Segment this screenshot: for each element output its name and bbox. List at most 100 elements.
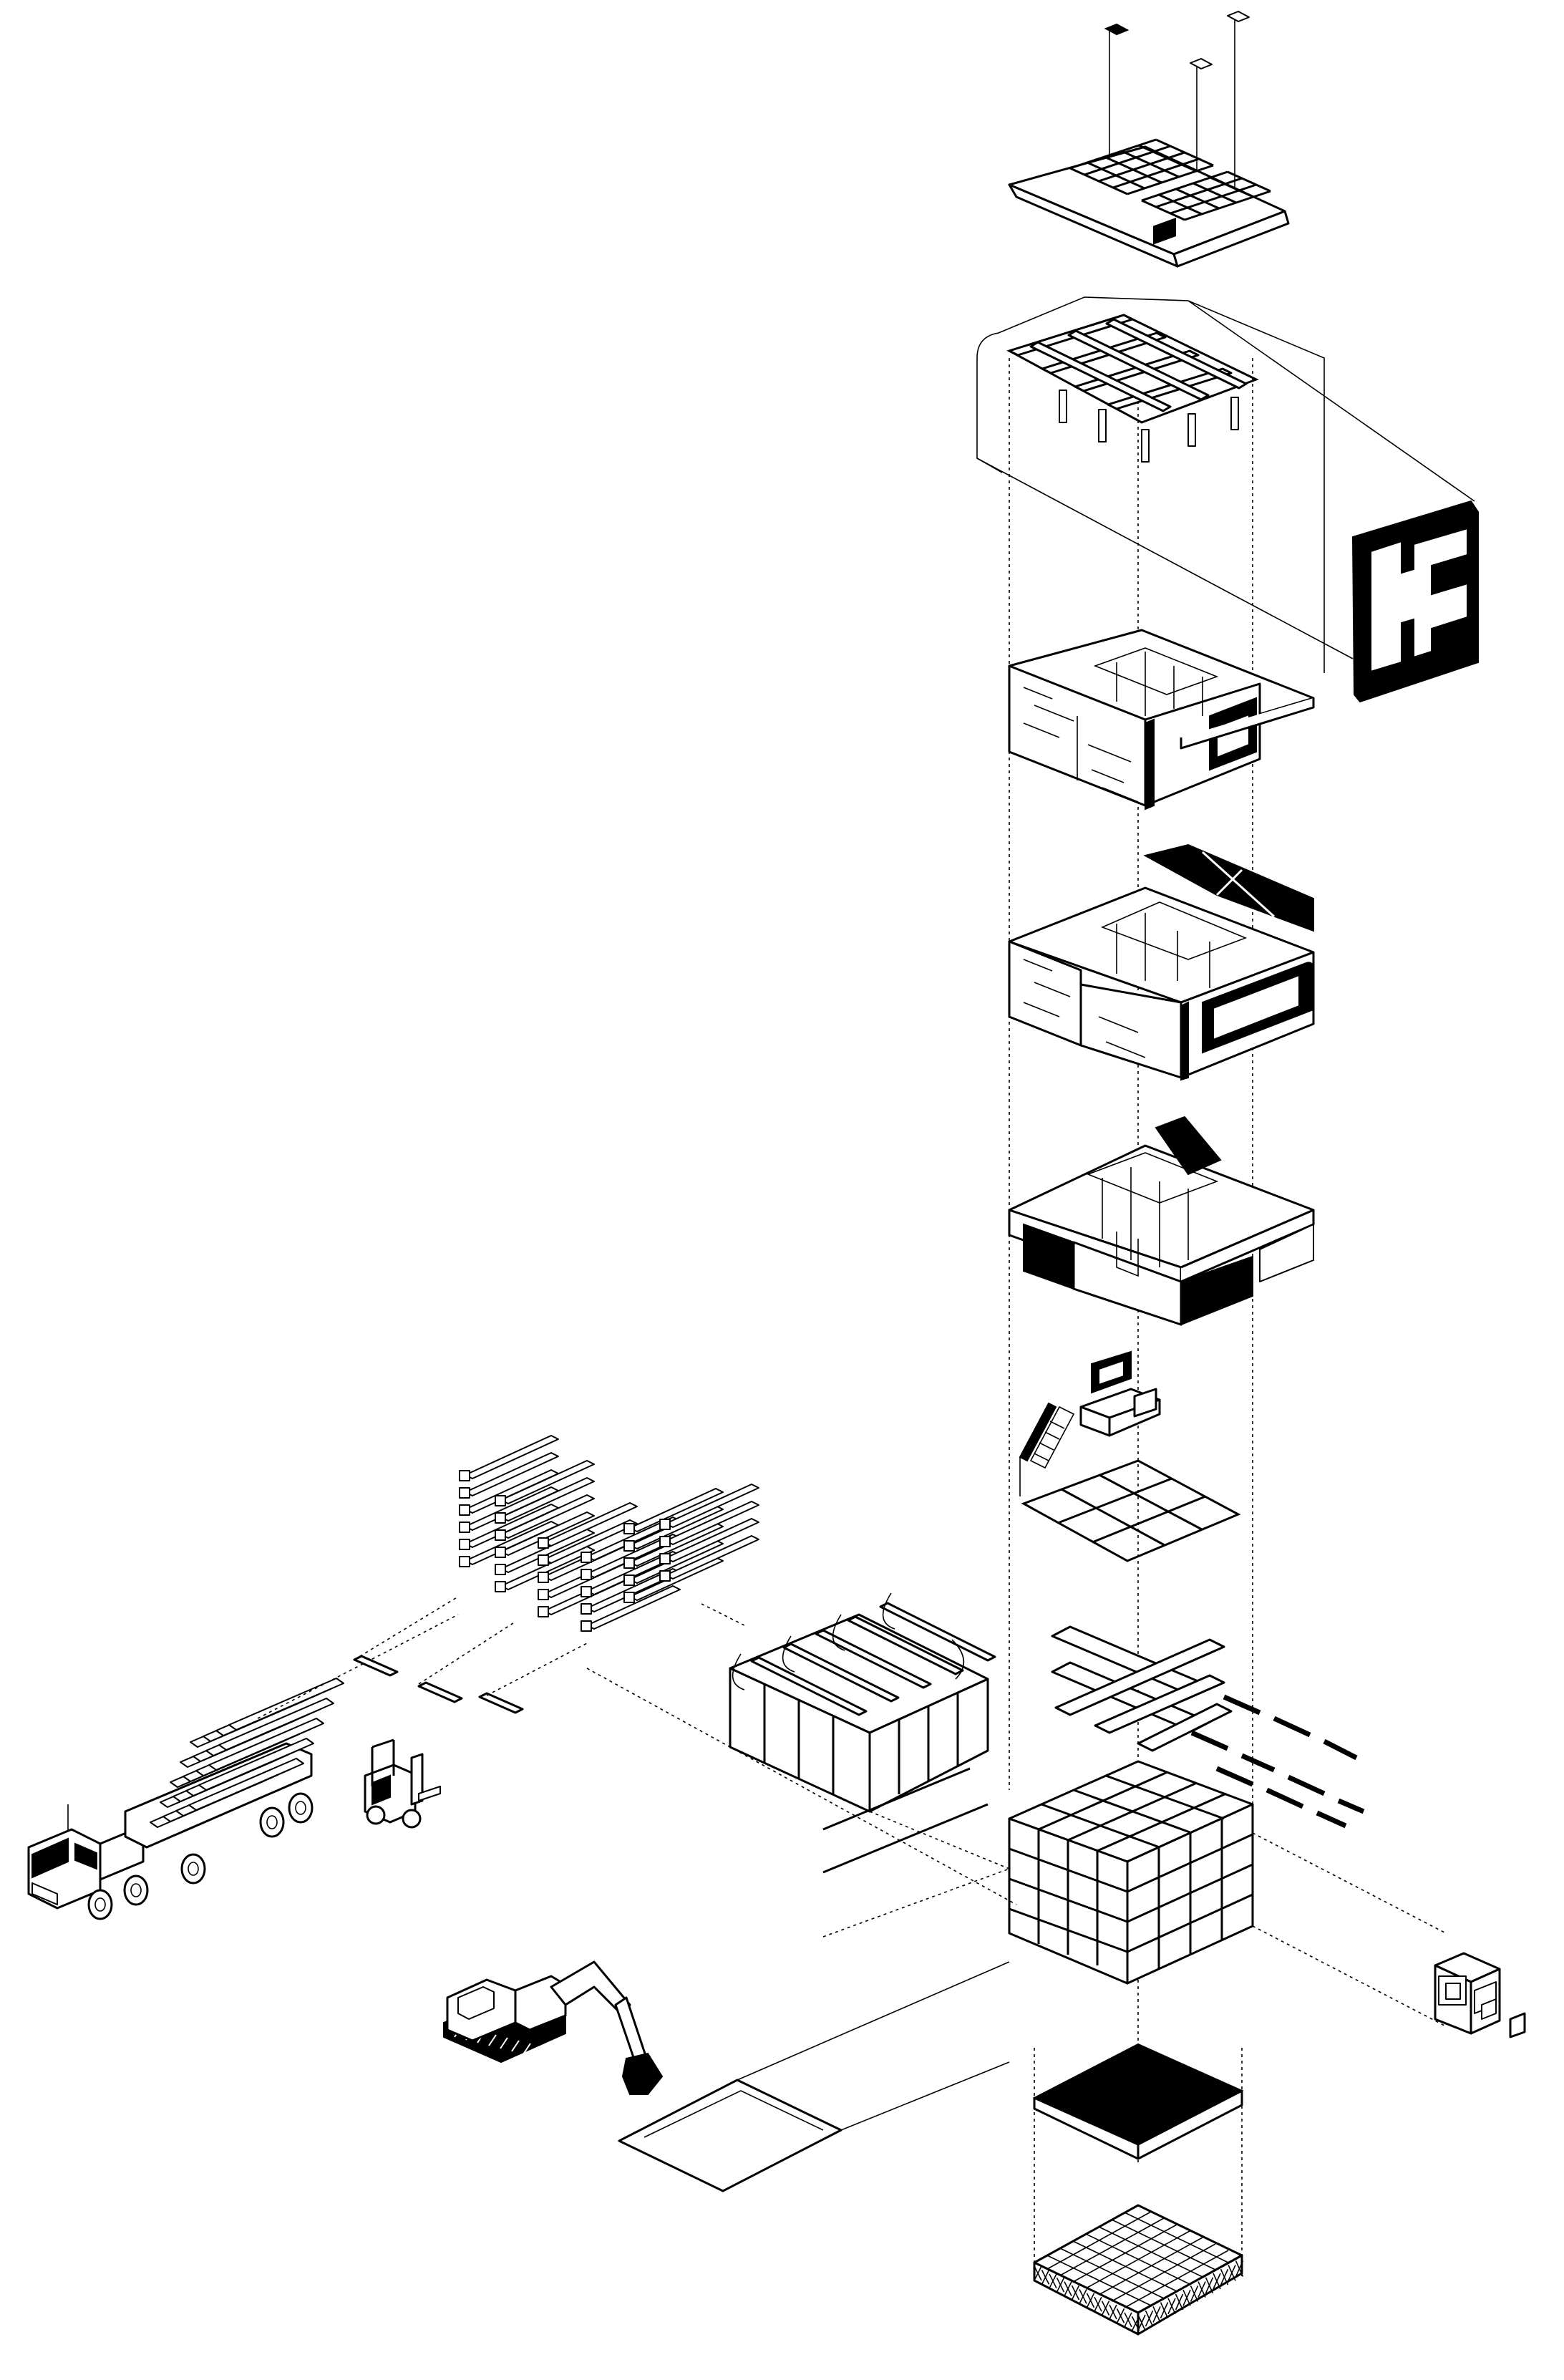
floor-grid-line [1057,1477,1172,1524]
timber-end [581,1620,592,1632]
wall-panel-detail [976,300,1479,703]
floor-grid-line [1057,1474,1206,1547]
frame-member [1127,1833,1253,1893]
solar-panel-cell [1112,158,1200,189]
truck-wheel [123,1875,149,1906]
roof-post [1059,390,1067,423]
foundation-rib [1072,2240,1177,2292]
solar-panel-cell [1193,182,1237,204]
upper-floor-module [1008,629,1315,811]
foundation-rib [1145,2310,1154,2327]
wheel-hub [295,1801,306,1815]
timber-end [659,1519,671,1530]
foundation-rib [1041,2270,1050,2285]
foundation-rib [1116,2308,1125,2323]
middle-floor-module [1008,843,1315,1081]
roof-post [1141,429,1150,463]
lower-floor-module [1008,1116,1315,1326]
foundation-rib [1198,2281,1206,2298]
solar-panel-cell [1158,193,1203,216]
truss-member [782,1643,900,1703]
solar-panel-cell [1175,188,1220,210]
timber-end [623,1523,635,1534]
wheel-hub [188,1862,199,1876]
roof-beam-frame [976,296,1325,673]
foundation-rib [1160,2302,1169,2318]
timber-log [198,1738,314,1791]
foundation-rib [1167,2298,1176,2315]
foundation-rib [1131,2316,1140,2331]
foundation-rib [1071,2285,1080,2301]
timber-end [495,1495,506,1506]
floor-grid-line [1092,1495,1206,1544]
wheel-hub [130,1883,142,1897]
timber-stack [150,1678,344,1828]
frame-member [1127,1863,1253,1923]
foundation-rib [1124,2212,1229,2263]
timber-end [495,1581,506,1592]
roof-post [1059,390,1239,463]
timber-end [495,1564,506,1575]
truck-wheel [87,1792,314,1920]
frame-member [1009,1877,1128,1923]
foundation-rib [1064,2281,1072,2296]
forklift [364,1738,441,1829]
wheel-hub [94,1897,106,1912]
solar-panel-cell [1155,177,1243,208]
timber-end [459,1487,470,1499]
foundation-rib [1085,2233,1190,2285]
truck-wheel [288,1792,314,1824]
foundation-rib [1111,2243,1216,2302]
foundation-rib [1213,2273,1221,2290]
stair-and-kitchen-floor-grid [1019,1350,1241,1562]
structural-frame-tower [1008,1760,1447,2027]
timber-end [581,1603,592,1615]
stacked-timber-beams [353,1435,1017,1905]
truss-member [847,1615,964,1675]
foundation-rib [1034,2265,1042,2281]
timber-end [538,1537,549,1549]
timber-end [581,1586,592,1597]
foundation-rib [1079,2289,1087,2304]
foundation-rib [1101,2301,1110,2316]
floor-grid-line [1099,1474,1203,1531]
timber-end [538,1554,549,1566]
timber-end [659,1553,671,1564]
truck-wheel [180,1853,206,1885]
timber-end [459,1539,470,1550]
solar-panel-cell [1098,151,1185,183]
roof-beam [1029,341,1172,412]
site-road-lines [822,1767,1010,1938]
foundation-rib [1228,2265,1236,2281]
timber-end [623,1557,635,1569]
staircase [1019,1402,1075,1496]
foundation-rib [1124,2250,1229,2308]
truck-wheel [259,1806,285,1838]
timber-end [623,1592,635,1603]
frame-member [1127,1893,1253,1953]
foundation-rib [1098,2237,1203,2296]
frame-member [1009,1847,1128,1893]
cross-joist-layer [1051,1625,1365,1829]
frame-member [1097,1792,1227,1852]
timber-log [208,1718,324,1771]
truss-member [750,1656,868,1716]
truss-member [815,1629,932,1689]
foundation-rib [1049,2273,1057,2289]
foundation-rib [1190,2285,1199,2302]
roof-beam [1105,318,1248,390]
wheel-hub [266,1815,278,1829]
solar-panel-cell [1141,170,1228,202]
roof-post [1187,413,1196,447]
projection-guides [1009,18,1253,2277]
foundation-rib [1111,2219,1216,2270]
frame-member [1009,1771,1253,1969]
timber-log [228,1678,344,1731]
tread-link [511,2040,520,2052]
timber-end [581,1552,592,1563]
excavator [443,1960,664,2095]
timber-end [538,1572,549,1583]
solar-panel-grid [1069,138,1214,195]
